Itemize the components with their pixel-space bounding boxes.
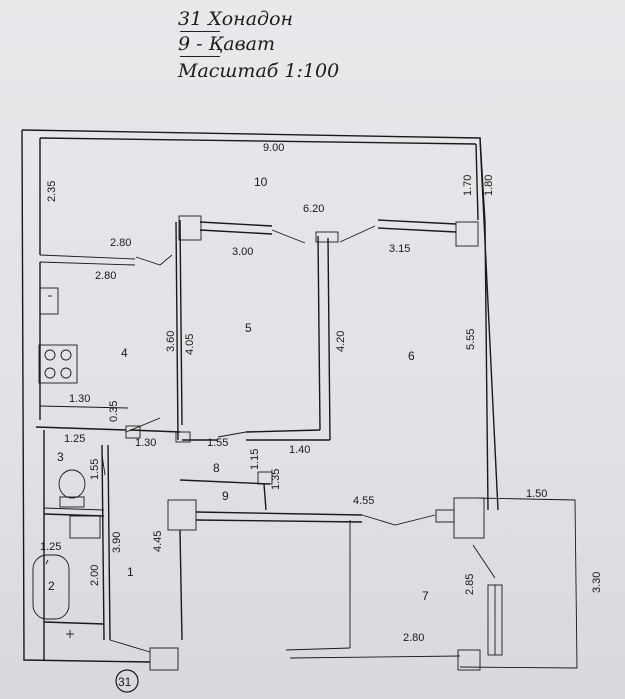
dim-2-80-balcony: 2.80 xyxy=(403,632,424,644)
dim-3-00: 3.00 xyxy=(232,246,253,258)
dim-1-35: 1.35 xyxy=(270,469,282,490)
dimension-labels: 9.00 2.35 1.70 1.80 6.20 2.80 2.80 3.00 … xyxy=(40,142,603,644)
room-label-4: 4 xyxy=(121,346,128,360)
dim-9-00: 9.00 xyxy=(263,142,284,154)
outer-walls xyxy=(21,129,499,663)
room-label-7: 7 xyxy=(422,589,429,603)
dim-5-55: 5.55 xyxy=(465,329,477,350)
dim-2-80-kitchen: 2.80 xyxy=(95,270,116,282)
apartment-underline xyxy=(180,31,220,33)
balcony-window xyxy=(487,584,503,656)
dim-3-15: 3.15 xyxy=(389,243,410,255)
room-label-3: 3 xyxy=(57,450,64,464)
dim-2-35: 2.35 xyxy=(46,181,58,202)
corridor-walls xyxy=(101,429,485,641)
dim-4-55: 4.55 xyxy=(353,495,374,507)
dim-4-05: 4.05 xyxy=(184,334,196,355)
bathroom-fixtures xyxy=(32,469,179,671)
dim-3-90: 3.90 xyxy=(111,532,123,553)
room-label-10: 10 xyxy=(254,175,268,189)
floor-underline xyxy=(180,56,220,58)
apartment-badge: 31 xyxy=(115,669,139,693)
dim-2-85: 2.85 xyxy=(464,574,476,595)
room-label-8: 8 xyxy=(213,461,220,475)
dim-1-25-top: 1.25 xyxy=(64,433,85,445)
room-label-2: 2 xyxy=(48,579,55,593)
dim-3-30: 3.30 xyxy=(591,572,603,593)
dim-1-40: 1.40 xyxy=(289,444,310,456)
room-label-5: 5 xyxy=(245,321,252,335)
dim-2-80-top: 2.80 xyxy=(110,237,131,249)
balcony-outline xyxy=(285,497,578,671)
scale-label: Масштаб 1:100 xyxy=(178,60,340,82)
dim-1-30-hall: 1.30 xyxy=(135,437,156,449)
dim-4-45: 4.45 xyxy=(152,531,164,552)
floor-label: 9 - Қават xyxy=(178,33,276,55)
dim-1-30-kitchen: 1.30 xyxy=(69,393,90,405)
room-labels: 1 2 3 4 5 6 7 8 9 10 xyxy=(48,175,429,603)
dim-1-55-hall: 1.55 xyxy=(207,437,228,449)
kitchen-fixtures xyxy=(35,254,191,443)
room-5-walls xyxy=(175,215,479,441)
dim-1-25-bath: 1.25 xyxy=(40,541,61,553)
dim-1-15: 1.15 xyxy=(249,449,261,470)
apartment-label: 31 Хонадон xyxy=(178,8,294,30)
dim-1-80: 1.80 xyxy=(483,175,495,196)
dim-3-60: 3.60 xyxy=(165,331,177,352)
dim-1-70: 1.70 xyxy=(462,175,474,196)
dim-2-00: 2.00 xyxy=(89,565,101,586)
dim-4-20: 4.20 xyxy=(335,331,347,352)
dim-6-20: 6.20 xyxy=(303,203,324,215)
room-label-6: 6 xyxy=(408,349,415,363)
room-label-9: 9 xyxy=(222,489,229,503)
room-label-1: 1 xyxy=(127,565,134,579)
apartment-badge-number: 31 xyxy=(118,675,132,689)
dim-1-50: 1.50 xyxy=(526,488,547,500)
dim-0-35: 0.35 xyxy=(108,401,120,422)
dim-1-55-wc: 1.55 xyxy=(89,459,101,480)
door-swings xyxy=(101,225,496,579)
